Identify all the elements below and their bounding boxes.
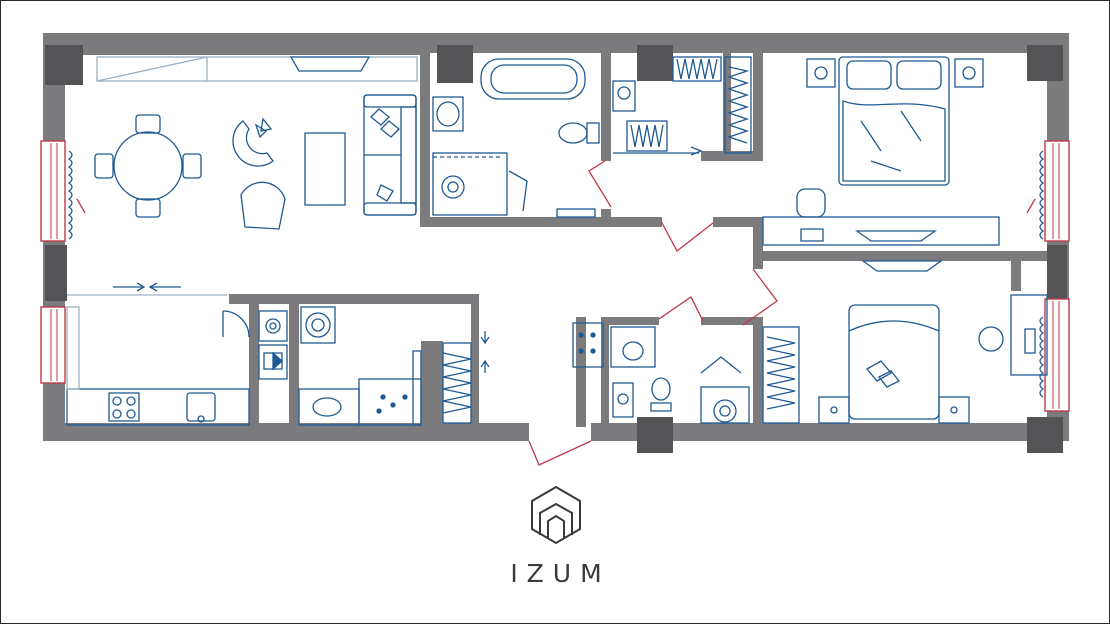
desk-bedroom-1 — [762, 188, 1000, 246]
dining-table — [94, 114, 202, 218]
entrance-door — [528, 440, 592, 466]
nightstands-bedroom-2 — [818, 396, 970, 424]
bed-main — [838, 56, 950, 186]
furniture — [66, 56, 1048, 426]
desk-bedroom-2 — [978, 294, 1048, 376]
bed-second — [848, 304, 940, 420]
sofa — [363, 94, 417, 216]
sliding-door-arrows — [67, 282, 227, 296]
cooktop — [108, 392, 140, 422]
exterior-walls — [43, 33, 1069, 441]
window-living-room — [40, 140, 66, 242]
brand-logo: IZUM — [471, 483, 641, 593]
windows — [40, 140, 1070, 412]
bathtub — [480, 58, 586, 100]
kitchen-counter — [66, 306, 250, 426]
corridor-door — [660, 220, 714, 252]
shower-tray — [432, 152, 528, 216]
interior-walls — [229, 53, 1047, 427]
bath-toilet — [558, 122, 600, 144]
structural-columns — [45, 45, 1067, 453]
window-kitchen — [40, 306, 66, 384]
kitchen-sink — [186, 392, 216, 422]
hexagon-house-icon — [531, 485, 581, 545]
coffee-table — [304, 132, 346, 206]
appliances — [258, 306, 336, 380]
wc-fixtures — [572, 322, 750, 424]
window-bedroom-1 — [1044, 140, 1070, 242]
window-bedroom-2 — [1044, 298, 1070, 412]
brand-name: IZUM — [510, 559, 611, 588]
wc-door — [658, 296, 704, 322]
wall-cabinet — [96, 56, 418, 82]
bathroom-door — [588, 160, 612, 208]
wardrobe-bedroom-2 — [762, 326, 800, 424]
tv-unit-bedroom-2 — [860, 260, 944, 272]
bedroom-2-door — [742, 268, 778, 326]
window-details — [50, 143, 1060, 409]
armchairs — [232, 117, 286, 230]
hall-wardrobe — [442, 331, 490, 424]
nightstands-bedroom-1 — [806, 58, 984, 88]
walk-in-wardrobe — [612, 56, 752, 156]
radiators — [67, 150, 1045, 398]
bath-sink — [432, 96, 464, 132]
laundry-area — [298, 350, 422, 426]
doors — [76, 160, 1036, 466]
